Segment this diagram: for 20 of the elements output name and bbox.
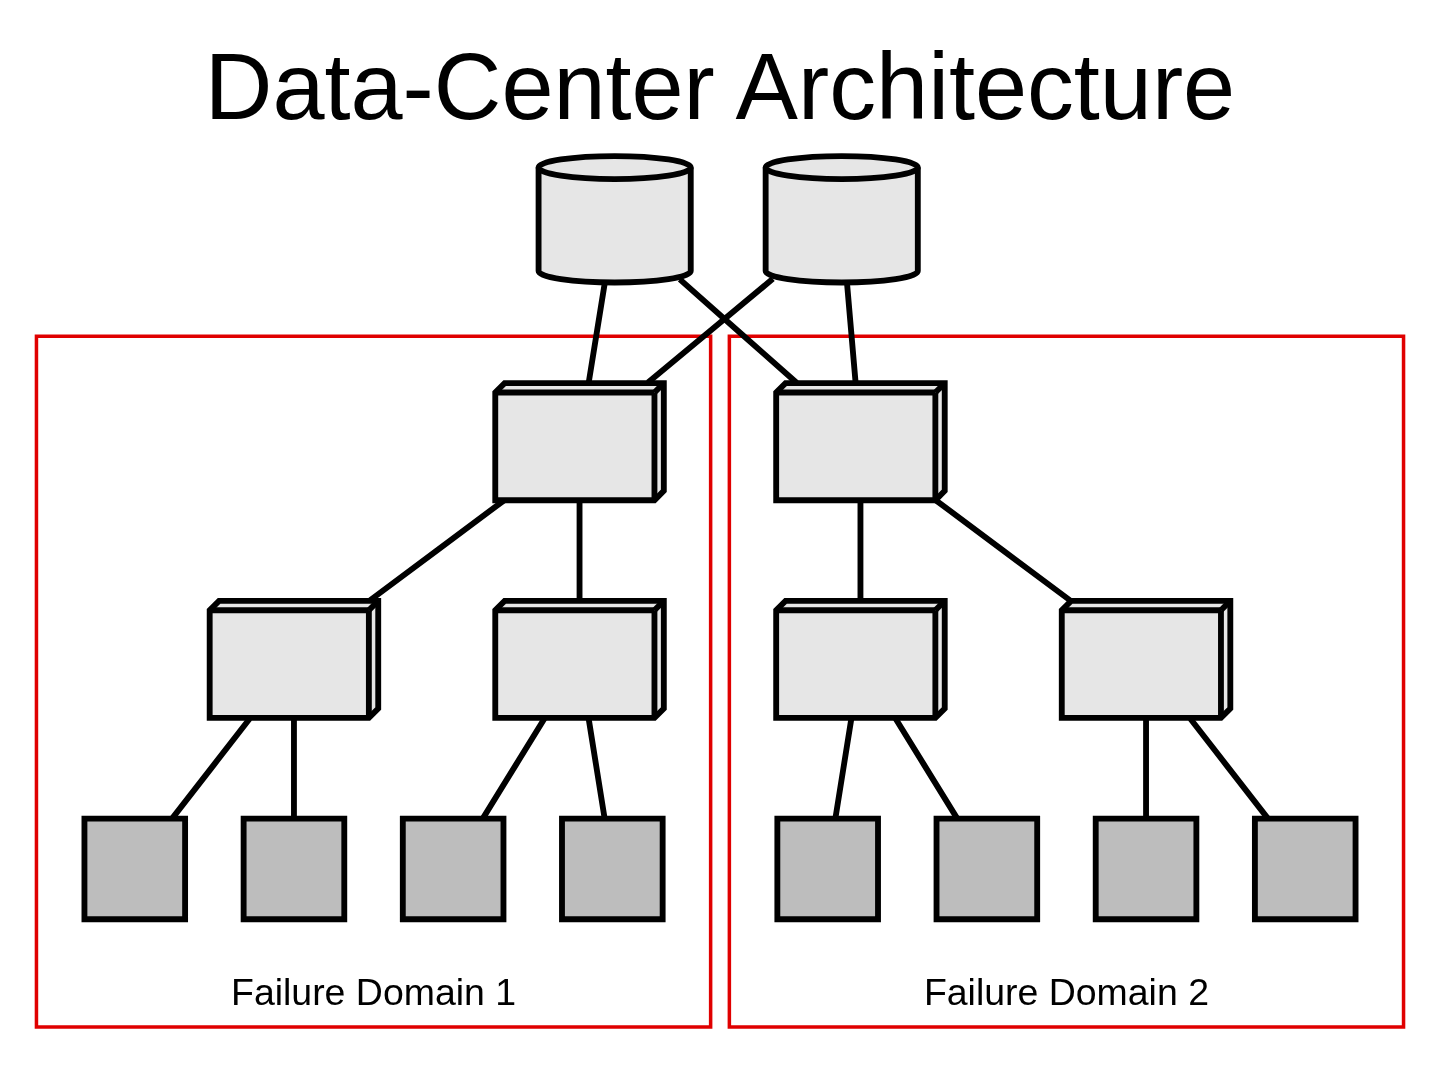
node-server [1251, 815, 1359, 923]
node-server [559, 815, 666, 923]
diagram-title: Data-Center Architecture [204, 33, 1236, 139]
connector [585, 718, 608, 819]
node-server [1092, 815, 1200, 923]
node-server [774, 815, 881, 923]
connector [934, 498, 1072, 603]
cluster: Failure Domain 2 [727, 334, 1406, 1029]
connector [832, 718, 855, 819]
connector [585, 282, 608, 384]
connector [291, 718, 297, 819]
node-server [399, 815, 507, 923]
node-server [240, 815, 348, 923]
connector [576, 501, 583, 601]
connector [844, 283, 859, 383]
connector [1143, 718, 1149, 819]
node-server [81, 815, 189, 923]
connector [857, 501, 864, 601]
cluster: Failure Domain 1 [34, 334, 713, 1029]
node-server [933, 815, 1041, 923]
